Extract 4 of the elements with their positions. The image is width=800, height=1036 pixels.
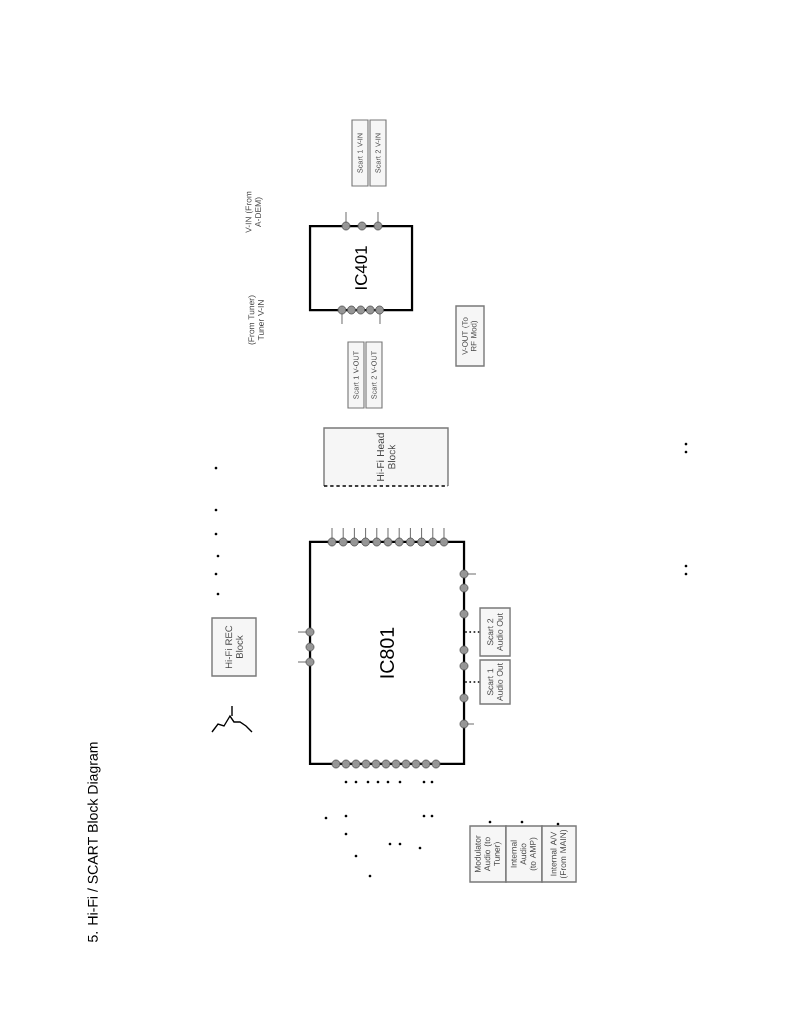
- ic-box: IC401: [308, 224, 414, 312]
- connector-line: [464, 681, 481, 683]
- ic-box: IC801: [308, 540, 466, 766]
- connector-line: [464, 631, 481, 633]
